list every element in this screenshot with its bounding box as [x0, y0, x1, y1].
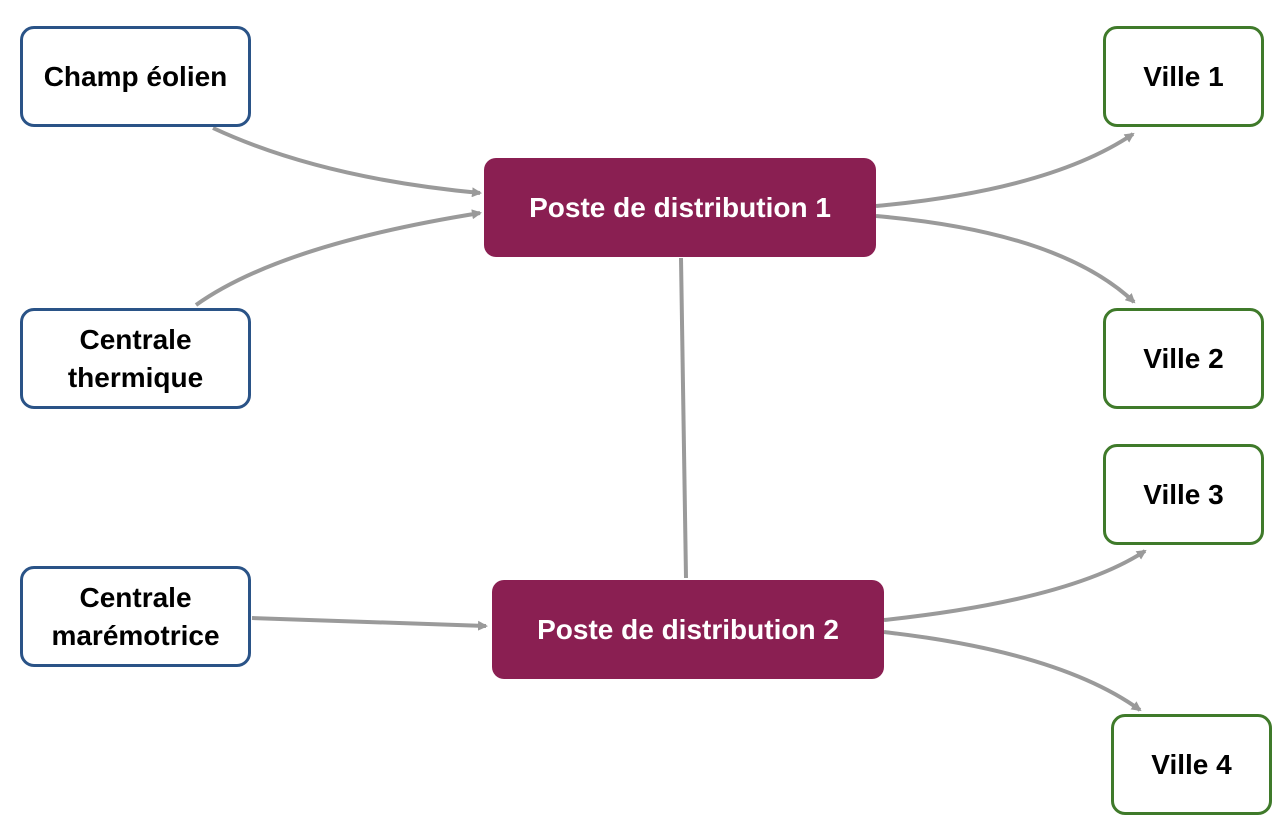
edge-wind-to-hub1 [212, 126, 482, 198]
node-wind-farm[interactable]: Champ éolien [20, 26, 251, 127]
node-city-3-label: Ville 3 [1143, 478, 1224, 510]
edge-hub2-to-city3 [883, 549, 1147, 622]
node-city-4[interactable]: Ville 4 [1111, 714, 1272, 815]
edge-hub1-to-hub2 [679, 257, 688, 579]
node-city-1[interactable]: Ville 1 [1103, 26, 1264, 127]
edge-hub1-to-city2 [875, 214, 1136, 304]
node-distribution-hub-2[interactable]: Poste de distribution 2 [492, 580, 884, 679]
node-distribution-hub-1[interactable]: Poste de distribution 1 [484, 158, 876, 257]
node-thermal-plant[interactable]: Centrale thermique [20, 308, 251, 409]
node-tidal-plant-label: Centrale marémotrice [51, 581, 220, 651]
edge-tidal-to-hub2 [251, 616, 488, 631]
node-distribution-hub-2-label: Poste de distribution 2 [537, 613, 839, 645]
node-city-3[interactable]: Ville 3 [1103, 444, 1264, 545]
edge-hub2-to-city4 [883, 630, 1142, 712]
node-city-4-label: Ville 4 [1151, 748, 1232, 780]
node-city-2-label: Ville 2 [1143, 342, 1224, 374]
node-city-1-label: Ville 1 [1143, 60, 1224, 92]
node-city-2[interactable]: Ville 2 [1103, 308, 1264, 409]
node-distribution-hub-1-label: Poste de distribution 1 [529, 191, 831, 223]
node-wind-farm-label: Champ éolien [43, 60, 228, 92]
edge-thermal-to-hub1 [194, 209, 482, 307]
edge-hub1-to-city1 [875, 132, 1135, 208]
node-tidal-plant[interactable]: Centrale marémotrice [20, 566, 251, 667]
node-thermal-plant-label: Centrale thermique [67, 323, 204, 393]
